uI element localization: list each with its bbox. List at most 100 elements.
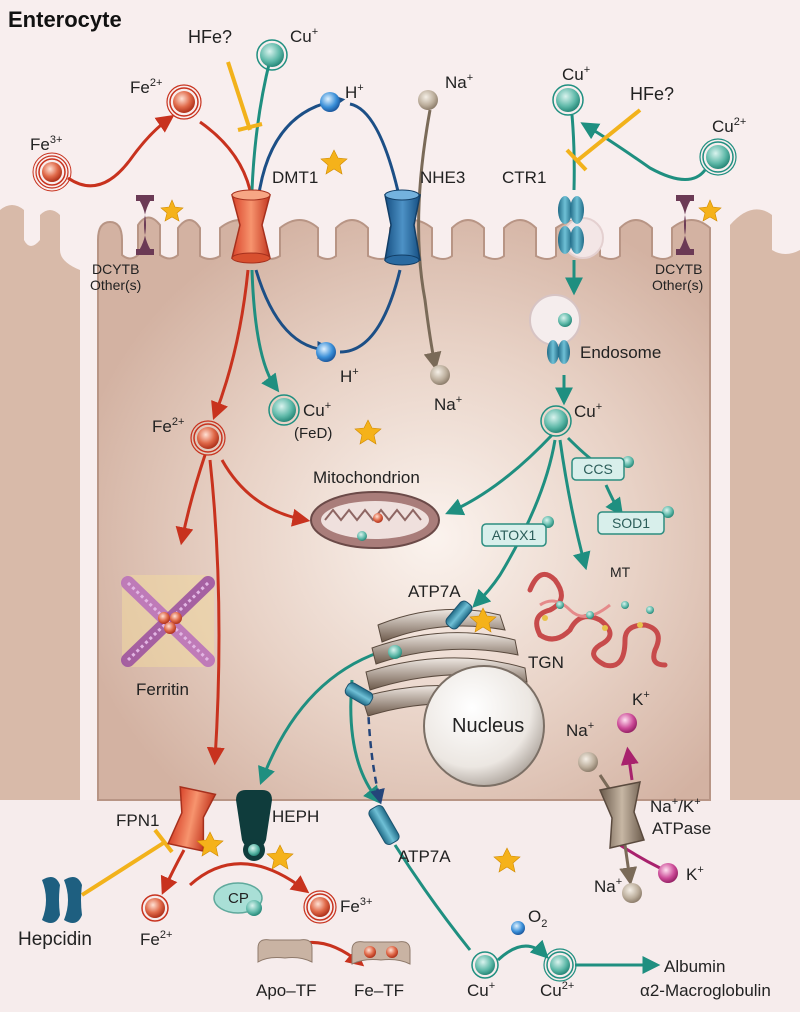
tgn-label: TGN	[528, 653, 564, 672]
arrow-nhe3-h-out	[349, 102, 402, 201]
arrow-fe-to-ferritin	[175, 454, 207, 546]
cu-bead-top	[256, 39, 288, 71]
na-bead-pump	[578, 752, 598, 772]
na-top-label: Na+	[445, 72, 473, 92]
title: Enterocyte	[8, 7, 122, 32]
ccs-label: CCS	[583, 461, 613, 477]
arrow-nhe3-h-in	[339, 269, 402, 354]
fe2-bead-cytosol	[190, 420, 226, 456]
nucleus	[423, 665, 545, 787]
fe2-out-label: Fe2+	[140, 929, 172, 949]
fe2-bead-out	[141, 894, 169, 922]
mitochondrion-label: Mitochondrion	[313, 468, 420, 487]
o2-label: O2	[528, 907, 547, 930]
fe3-out-label: Fe3+	[340, 896, 372, 916]
atp7a-tgn	[344, 600, 473, 706]
ceruloplasmin	[213, 882, 263, 916]
dcytb-right-label-1: DCYTB	[655, 261, 702, 277]
arrow-cu-to-mt	[558, 439, 591, 571]
cu-cytosol-label: Cu+	[574, 401, 602, 421]
h-top-label: H+	[345, 82, 364, 102]
fe-tf-label: Fe–TF	[354, 981, 404, 1000]
atp7a-bottom-label: ATP7A	[398, 847, 451, 866]
hfe-right-inhibit-line	[576, 108, 642, 162]
atp7a-top-label: ATP7A	[408, 582, 461, 601]
star-icon	[320, 149, 348, 175]
sod1-cu	[662, 506, 674, 518]
arrow-ccs-to-sod1	[604, 484, 624, 517]
na-pump-label: Na+	[566, 720, 594, 740]
cu2-bead-top-right	[699, 138, 737, 176]
cu-top-label: Cu+	[290, 26, 318, 46]
arrow-cu-into-dmt1	[250, 59, 272, 191]
hepcidin-inhibit-bar	[153, 828, 174, 854]
cu2-out-label: Cu2+	[540, 980, 574, 1000]
h-bead-top	[320, 92, 340, 112]
heph-label: HEPH	[272, 807, 319, 826]
apo-tf-label: Apo–TF	[256, 981, 316, 1000]
arrow-dmt1-cu-down	[250, 269, 280, 393]
fe2-cytosol-label: Fe2+	[152, 416, 184, 436]
fpn1-label: FPN1	[116, 811, 159, 830]
atox1-box	[481, 523, 547, 547]
neighbor-cell-left	[0, 205, 80, 800]
h-bottom-label: H+	[340, 366, 359, 386]
nak-atpase	[598, 781, 645, 849]
hepcidin-inhibit-line	[80, 840, 167, 897]
cu-fed-label: Cu+	[303, 400, 331, 420]
nucleus-label: Nucleus	[452, 715, 524, 737]
star-icon	[493, 847, 521, 873]
na-bead-out	[622, 883, 642, 903]
albumin-label: Albumin	[664, 957, 725, 976]
arrow-fe-to-fpn1	[206, 459, 225, 766]
metallothionein	[527, 571, 668, 669]
nhe3-transporter	[384, 189, 421, 266]
arrow-fe2-to-fe3	[188, 862, 310, 894]
cu-bead-fed	[268, 394, 300, 426]
mitochondrion	[310, 491, 440, 549]
na-bead-top	[418, 90, 438, 110]
fe3-top-label: Fe3+	[30, 134, 62, 154]
arrow-cu-to-atp7a	[472, 439, 557, 608]
heph-protein	[236, 790, 272, 861]
na-bead-bottom	[430, 365, 450, 385]
arrow-fpn1-to-fe2	[160, 849, 186, 895]
fe2-bead-top	[166, 84, 202, 120]
ferritin	[121, 575, 215, 667]
apo-transferrin	[257, 939, 313, 963]
hepcidin-label: Hepcidin	[18, 929, 92, 950]
dcytb-left-label-2: Other(s)	[90, 277, 141, 293]
fed-label: (FeD)	[294, 425, 332, 442]
ctr1-transporter	[558, 196, 604, 259]
ccs-box	[571, 457, 625, 481]
arrow-atp7a-cu-out	[393, 844, 472, 951]
arrow-na-to-pump	[598, 774, 612, 791]
star-icon	[160, 199, 184, 222]
hfe-right-label: HFe?	[630, 84, 674, 104]
star-icon	[469, 607, 497, 633]
na-bottom-label: Na+	[434, 394, 462, 414]
fe3-bead-out	[303, 890, 337, 924]
ccs-cu	[622, 456, 634, 468]
fe-transferrin	[351, 941, 411, 965]
atpase-label: ATPase	[652, 819, 711, 838]
star-icon	[266, 844, 294, 870]
arrow-fe2-into-dmt1	[199, 120, 252, 191]
dcytb-left-shape	[138, 198, 152, 252]
fe3-bead-top	[32, 152, 72, 192]
cu-bead-endosome	[558, 313, 572, 327]
arrow-k-from-out	[619, 843, 661, 870]
arrow-fe-to-mito	[220, 459, 311, 527]
arrow-k-in	[620, 746, 639, 781]
endosome	[529, 294, 581, 364]
cu-top-right-label: Cu+	[562, 64, 590, 84]
star-icon	[196, 831, 224, 857]
cu-bead-out	[471, 951, 499, 979]
sod1-box	[597, 511, 665, 535]
dcytb-right-label-2: Other(s)	[652, 277, 703, 293]
arrow-na-out	[619, 844, 638, 886]
fe2-top-label: Fe2+	[130, 77, 162, 97]
hfe-left-inhibit-line	[226, 61, 252, 131]
arrow-cu-to-mito	[445, 433, 554, 516]
